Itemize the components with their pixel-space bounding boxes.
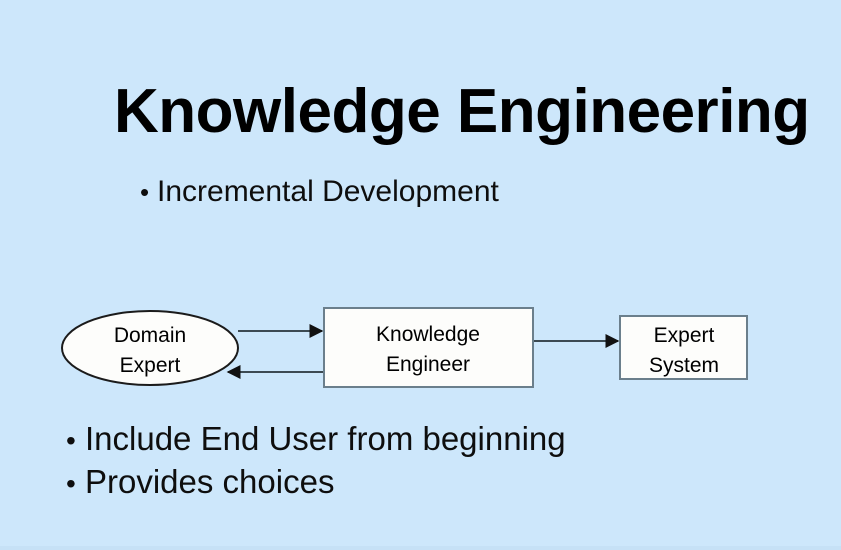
- bottom-bullet-list: • Include End User from beginning • Prov…: [66, 418, 566, 504]
- node-expert-system[interactable]: [619, 315, 748, 380]
- slide-bottom-edge: [0, 546, 841, 550]
- list-item-label: Incremental Development: [157, 175, 499, 208]
- process-diagram: Domain Expert Knowledge Engineer Expert …: [0, 290, 841, 405]
- node-expert-system-line1: Expert: [654, 324, 715, 347]
- node-domain-expert[interactable]: [61, 310, 239, 386]
- node-knowledge-engineer-line1: Knowledge: [376, 323, 480, 346]
- diagram-svg: Domain Expert Knowledge Engineer Expert …: [61, 307, 748, 388]
- node-knowledge-engineer-line2: Engineer: [386, 353, 470, 376]
- top-bullet-list: • Incremental Development: [140, 172, 499, 212]
- bullet-dot-icon: •: [140, 177, 150, 207]
- page-title: Knowledge Engineering: [114, 76, 810, 146]
- list-item-label: Include End User from beginning: [85, 420, 566, 457]
- node-domain-expert-line1: Domain: [114, 324, 186, 347]
- list-item: • Include End User from beginning: [66, 418, 566, 461]
- list-item: • Incremental Development: [140, 172, 499, 212]
- bullet-dot-icon: •: [66, 425, 76, 456]
- list-item: • Provides choices: [66, 461, 566, 504]
- node-expert-system-line2: System: [649, 354, 719, 377]
- bullet-dot-icon: •: [66, 468, 76, 499]
- node-domain-expert-line2: Expert: [120, 354, 181, 377]
- list-item-label: Provides choices: [85, 463, 335, 500]
- node-knowledge-engineer[interactable]: [323, 307, 534, 388]
